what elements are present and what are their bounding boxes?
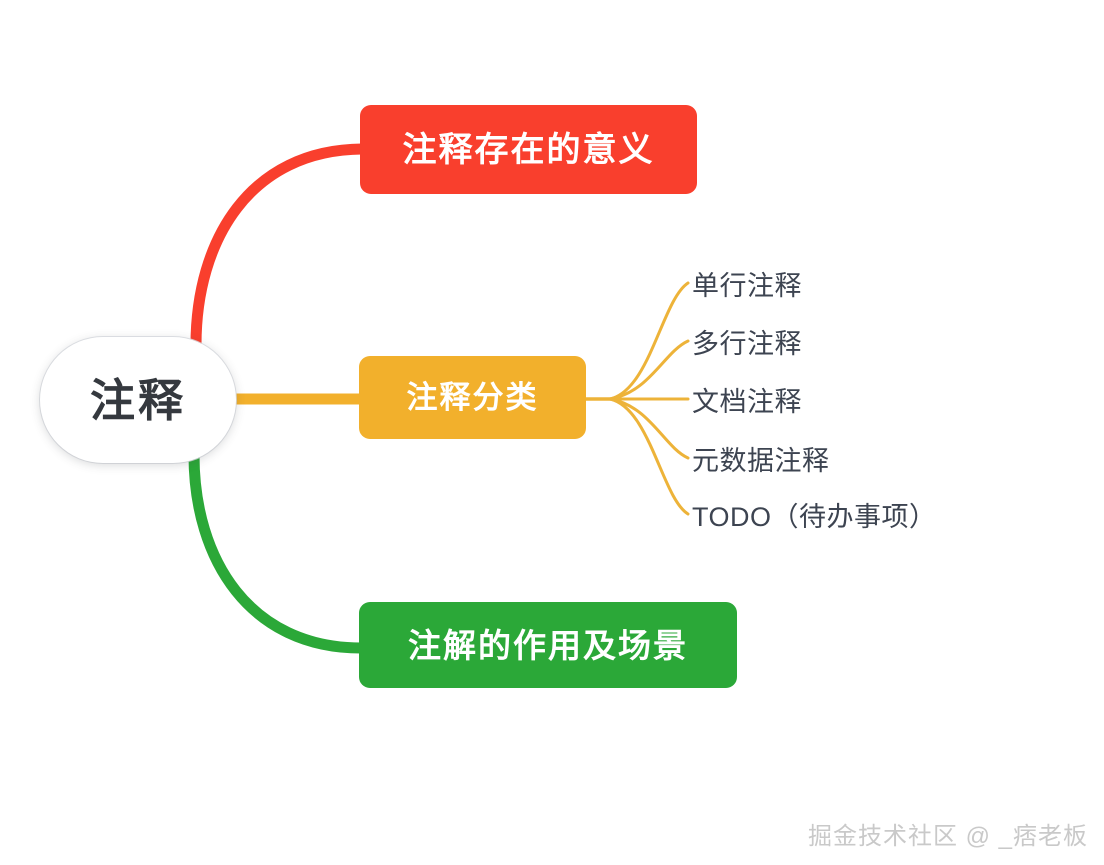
watermark: 掘金技术社区 @ _痞老板 [807,823,1088,850]
branch-node-classification[interactable]: 注释分类 [359,356,586,439]
branch-node-annotation-usage[interactable]: 注解的作用及场景 [359,602,737,688]
leaf-item-todo[interactable]: TODO（待办事项） [692,494,937,534]
root-node-label: 注释 [89,374,186,426]
leaf-item-multi-line[interactable]: 多行注释 [692,321,802,361]
root-node[interactable]: 注释 [40,337,236,463]
leaf-item-metadata[interactable]: 元数据注释 [692,438,830,478]
leaf-item-single-line-label: 单行注释 [692,270,802,301]
branch-node-annotation-usage-label: 注解的作用及场景 [408,626,688,664]
connector-leaf-single-line [608,281,690,401]
connector-root-to-annotation-usage [188,449,367,654]
leaf-item-metadata-label: 元数据注释 [692,445,830,476]
leaf-item-doc[interactable]: 文档注释 [692,379,802,419]
branch-node-purpose[interactable]: 注释存在的意义 [360,105,697,194]
connector-leaf-metadata [608,397,690,460]
connector-root-to-purpose [190,143,368,351]
leaf-item-single-line[interactable]: 单行注释 [692,263,802,303]
leaf-item-doc-label: 文档注释 [692,386,802,417]
branch-node-classification-label: 注释分类 [406,380,539,415]
connector-leaf-multi-line [608,339,690,401]
leaf-item-multi-line-label: 多行注释 [692,328,802,359]
branch-node-purpose-label: 注释存在的意义 [402,130,655,169]
connector-leaf-todo [608,397,690,516]
leaf-item-todo-label: TODO（待办事项） [692,501,937,532]
